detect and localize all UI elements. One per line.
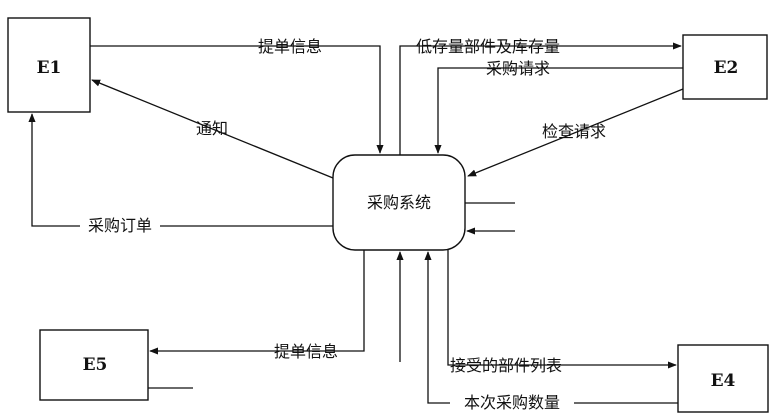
entity-e2-box bbox=[682, 34, 768, 100]
flow-e2-to-system-purchase-label: 采购请求 bbox=[486, 59, 550, 78]
process-purchasing-system: 采购系统 bbox=[332, 154, 466, 251]
flow-system-to-e1-order-label-bg bbox=[80, 215, 160, 235]
flow-e4-to-system-label-bg bbox=[450, 392, 574, 412]
flow-system-to-e1-order: 采购订单 bbox=[28, 113, 333, 235]
flow-system-to-e5-line bbox=[149, 250, 365, 355]
flow-system-to-e5-label: 提单信息 bbox=[274, 342, 338, 361]
entity-e5-label: E5 bbox=[83, 355, 108, 375]
flow-e1-to-system: 提单信息 bbox=[90, 37, 384, 154]
flow-e4-to-system: 本次采购数量 bbox=[424, 251, 678, 412]
flow-e4-to-system-label: 本次采购数量 bbox=[464, 393, 560, 412]
flow-system-to-e2: 低存量部件及库存量 bbox=[399, 37, 682, 155]
entity-e2-label: E2 bbox=[714, 58, 739, 78]
entity-e4: E4 bbox=[677, 344, 769, 413]
entity-e1-label: E1 bbox=[37, 58, 62, 78]
flow-system-to-e1-order-label: 采购订单 bbox=[88, 216, 152, 235]
flow-system-to-e2-label: 低存量部件及库存量 bbox=[416, 37, 560, 56]
flow-e4-to-system-line bbox=[424, 251, 678, 404]
entity-e4-box bbox=[677, 344, 769, 413]
flow-e2-to-system-check-label: 检查请求 bbox=[542, 122, 606, 141]
flow-e1-to-system-label: 提单信息 bbox=[258, 37, 322, 56]
flow-system-to-e2-line bbox=[399, 42, 682, 155]
flow-system-to-e1-order-line bbox=[28, 113, 333, 227]
entity-e1-box bbox=[7, 17, 91, 113]
flow-system-to-e1-notice-label: 通知 bbox=[196, 119, 228, 138]
flow-e2-to-system-purchase-line bbox=[434, 67, 683, 154]
process-label: 采购系统 bbox=[367, 193, 431, 212]
flow-system-to-e4-line bbox=[447, 250, 677, 369]
flow-e1-to-system-line bbox=[90, 45, 384, 154]
flow-system-to-e1-notice-line bbox=[91, 79, 334, 179]
entity-e2: E2 bbox=[682, 34, 768, 100]
flow-system-to-e5: 提单信息 bbox=[149, 250, 365, 361]
flow-system-to-e4: 接受的部件列表 bbox=[447, 250, 677, 375]
entity-e1: E1 bbox=[7, 17, 91, 113]
flow-e2-to-system-purchase: 采购请求 bbox=[434, 59, 683, 154]
flow-e2-to-system-check-line bbox=[467, 88, 684, 177]
entity-e5-box bbox=[39, 329, 149, 401]
entity-e4-label: E4 bbox=[711, 371, 736, 391]
entity-e5: E5 bbox=[39, 329, 193, 401]
flow-system-to-e4-label: 接受的部件列表 bbox=[450, 356, 562, 375]
flow-system-to-e1-notice: 通知 bbox=[91, 79, 334, 179]
flow-e2-to-system-check: 检查请求 bbox=[467, 88, 684, 177]
